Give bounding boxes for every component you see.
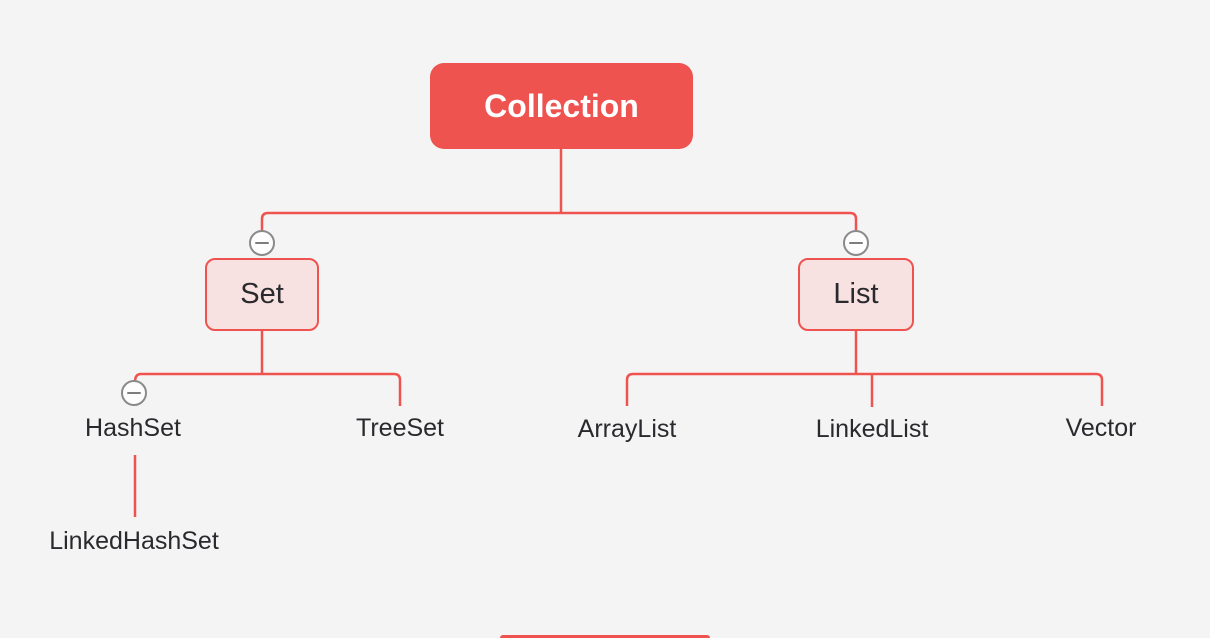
node-linkedlist[interactable]: LinkedList [816, 415, 929, 444]
node-collection-label: Collection [484, 87, 639, 124]
collapse-minus-icon-set[interactable] [249, 230, 275, 256]
node-vector-label: Vector [1065, 414, 1137, 442]
connector-set-rail [133, 372, 402, 406]
node-linkedhashset[interactable]: LinkedHashSet [49, 527, 219, 556]
node-hashset-label: HashSet [85, 414, 181, 442]
node-treeset-label: TreeSet [355, 414, 445, 442]
node-linkedhashset-label: LinkedHashSet [49, 527, 219, 555]
node-arraylist[interactable]: ArrayList [578, 415, 677, 444]
collapse-minus-icon-list[interactable] [843, 230, 869, 256]
collapse-minus-icon-hashset[interactable] [121, 380, 147, 406]
node-list[interactable]: List [798, 258, 914, 331]
minus-icon [255, 241, 269, 245]
clipped-node-top-edge [500, 635, 710, 638]
minus-icon [849, 241, 863, 245]
node-arraylist-label: ArrayList [577, 415, 677, 443]
node-set-label: Set [240, 278, 284, 310]
node-vector[interactable]: Vector [1066, 414, 1137, 443]
node-treeset[interactable]: TreeSet [356, 414, 444, 443]
connector-list-rail [625, 372, 1104, 406]
minus-icon [127, 391, 141, 395]
node-set[interactable]: Set [205, 258, 319, 331]
node-collection[interactable]: Collection [430, 63, 693, 149]
node-hashset[interactable]: HashSet [85, 414, 181, 443]
node-linkedlist-label: LinkedList [815, 415, 929, 443]
node-list-label: List [833, 278, 879, 310]
connector-root-rail [260, 211, 858, 231]
